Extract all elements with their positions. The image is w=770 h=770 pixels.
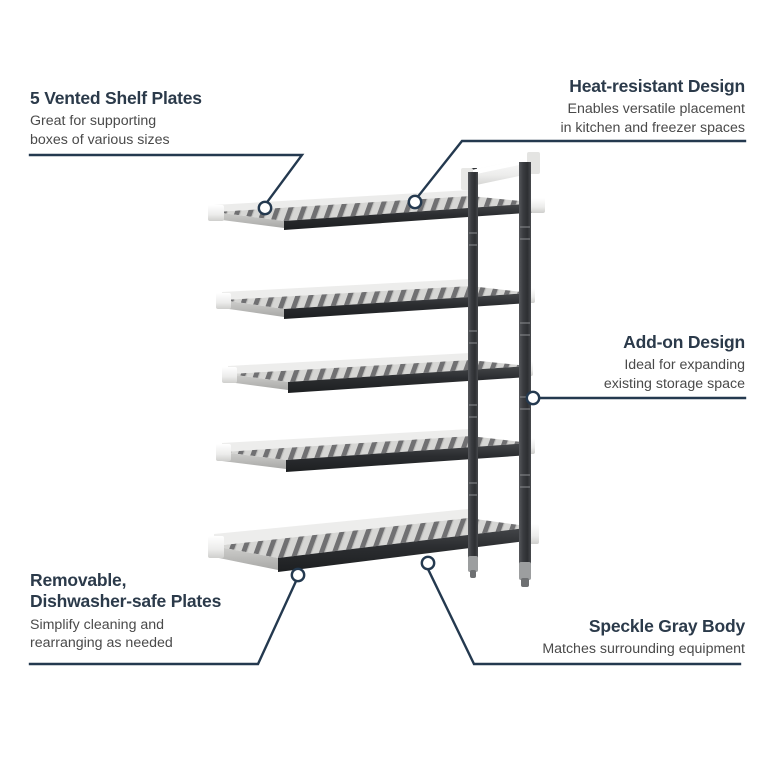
callout-speckle-gray-body: Speckle Gray Body Matches surrounding eq… — [440, 616, 745, 659]
callout-title: Removable, Dishwasher-safe Plates — [30, 570, 222, 612]
callout-title: Heat-resistant Design — [569, 76, 745, 96]
shelf-plate-4 — [216, 429, 535, 472]
callout-description: Simplify cleaning and rearranging as nee… — [30, 616, 173, 652]
callout-description: Matches surrounding equipment — [542, 641, 745, 658]
callout-description: Enables versatile placement in kitchen a… — [560, 101, 745, 136]
callout-description: Great for supporting boxes of various si… — [30, 113, 170, 148]
shelf-plate-5 — [208, 509, 539, 572]
callout-title: Speckle Gray Body — [588, 616, 745, 636]
callout-add-on-design: Add-on Design Ideal for expanding existi… — [500, 332, 745, 393]
callout-removable-dishwasher-safe-plates: Removable, Dishwasher-safe Plates Simpli… — [30, 570, 330, 653]
shelf-plate-1 — [208, 190, 545, 230]
callout-title: Add-on Design — [623, 332, 745, 352]
shelf-plate-2 — [216, 279, 535, 319]
callout-description: Ideal for expanding existing storage spa… — [603, 357, 745, 392]
callout-vented-shelf-plates: 5 Vented Shelf Plates Great for supporti… — [30, 88, 320, 149]
callout-title: 5 Vented Shelf Plates — [30, 88, 202, 108]
callout-heat-resistant-design: Heat-resistant Design Enables versatile … — [430, 76, 745, 137]
shelf-plate-3 — [222, 353, 533, 393]
